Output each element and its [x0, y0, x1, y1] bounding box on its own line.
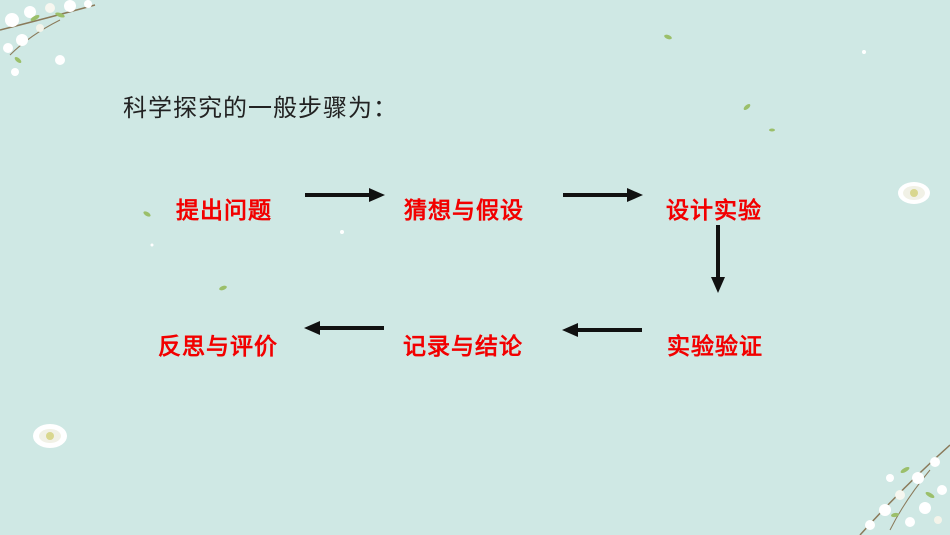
- arrow-right-icon: [305, 188, 385, 202]
- page-title: 科学探究的一般步骤为：: [123, 94, 398, 122]
- step-verify-experiment: 实验验证: [667, 334, 763, 360]
- step-hypothesis: 猜想与假设: [404, 198, 524, 224]
- step-reflect-evaluate: 反思与评价: [158, 334, 278, 360]
- arrow-left-icon: [304, 321, 384, 335]
- flower-left-decoration: [33, 424, 67, 448]
- arrow-left-icon: [562, 323, 642, 337]
- flower-right-decoration: [898, 182, 930, 204]
- arrow-right-icon: [563, 188, 643, 202]
- step-record-conclusion: 记录与结论: [403, 334, 523, 360]
- branch-bottom-right-decoration: [859, 444, 950, 535]
- arrow-down-icon: [711, 225, 725, 293]
- step-design-experiment: 设计实验: [666, 198, 762, 224]
- step-ask-question: 提出问题: [176, 198, 272, 224]
- branch-top-left-decoration: [0, 0, 96, 76]
